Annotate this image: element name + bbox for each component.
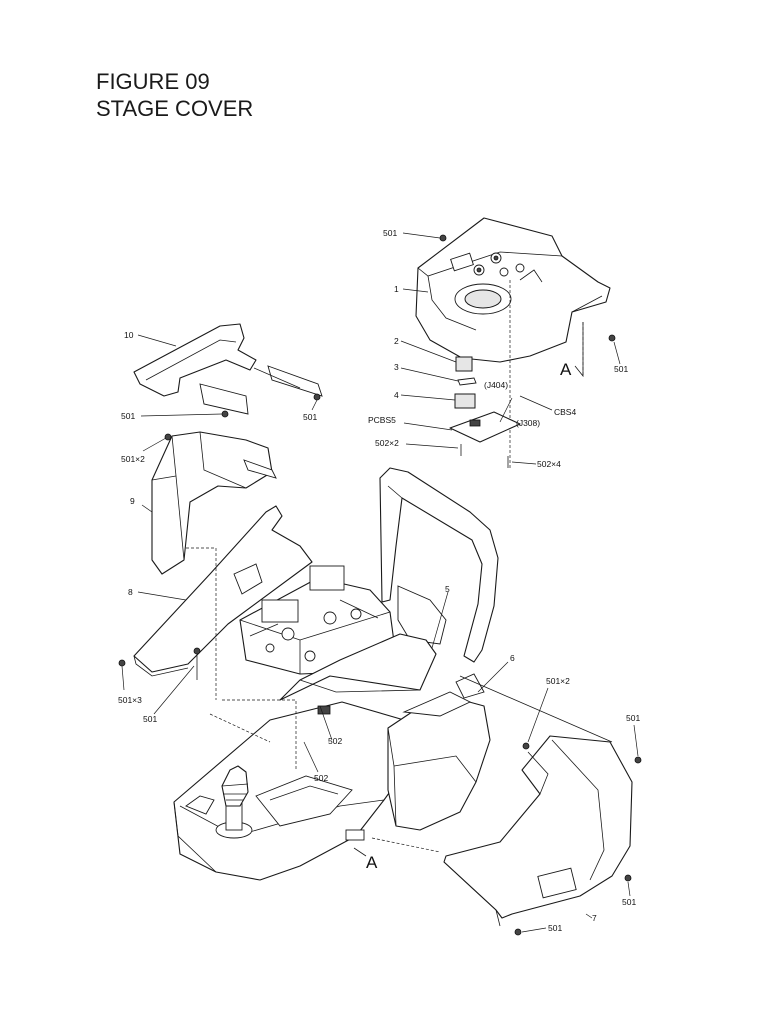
figure-caption: STAGE COVER <box>96 96 254 121</box>
front-cover-part-6 <box>387 661 509 831</box>
callout-1: 1 <box>394 284 399 294</box>
callout-5: 5 <box>445 584 450 594</box>
right-cover-part-7 <box>371 675 633 927</box>
screw-icon <box>633 724 642 764</box>
screw-icon <box>153 647 201 715</box>
callout-4: 4 <box>394 390 399 400</box>
stage-cover-part-1 <box>415 217 611 470</box>
screw-icon <box>514 927 547 936</box>
callout-cbs4: CBS4 <box>554 407 576 417</box>
callout-501-mid: 501 <box>303 412 317 422</box>
figure-number: FIGURE 09 <box>96 69 210 94</box>
screw-icon <box>624 874 632 897</box>
screw-icon <box>405 443 462 456</box>
callout-6: 6 <box>510 653 515 663</box>
callout-501-right: 501 <box>614 364 628 374</box>
callout-501-bottom-left: 501 <box>143 714 157 724</box>
section-marker-a-bottom: A <box>366 853 378 872</box>
callout-j404: (J404) <box>484 380 508 390</box>
screw-icon <box>118 659 126 691</box>
callout-502-b: 502 <box>314 773 328 783</box>
frame-part-10 <box>133 323 323 415</box>
callout-501-lower-right: 501 <box>622 897 636 907</box>
screw-icon <box>142 433 172 452</box>
callout-8: 8 <box>128 587 133 597</box>
callout-502-a: 502 <box>328 736 342 746</box>
screw-icon <box>507 456 537 468</box>
screw-icon <box>522 687 549 750</box>
joystick <box>215 765 253 839</box>
callout-7: 7 <box>592 913 597 923</box>
part-3-clip <box>400 367 477 386</box>
part-2-switch <box>400 340 473 372</box>
callout-502x2: 502×2 <box>375 438 399 448</box>
screw-icon <box>311 393 321 411</box>
callout-10: 10 <box>124 330 134 340</box>
pcb-pcbs5 <box>403 395 553 443</box>
callout-501-far-right: 501 <box>626 713 640 723</box>
lower-panel-part-8 <box>133 505 313 700</box>
callout-501x2-right: 501×2 <box>546 676 570 686</box>
callout-501-top: 501 <box>383 228 397 238</box>
screw-icon <box>608 334 621 365</box>
base-unit <box>173 701 421 881</box>
callout-9: 9 <box>130 496 135 506</box>
callout-j308: (J308) <box>516 418 540 428</box>
screw-icon <box>140 410 229 418</box>
side-cover-part-9 <box>141 431 277 575</box>
callout-502x4: 502×4 <box>537 459 561 469</box>
callout-501x2-left: 501×2 <box>121 454 145 464</box>
callout-501-left: 501 <box>121 411 135 421</box>
stage-mechanism <box>239 565 395 675</box>
headrest-frame-part-5 <box>379 467 499 663</box>
callout-501-bottom: 501 <box>548 923 562 933</box>
part-4-connector <box>400 393 476 409</box>
callout-pcbs5: PCBS5 <box>368 415 396 425</box>
callout-501x3: 501×3 <box>118 695 142 705</box>
callout-2: 2 <box>394 336 399 346</box>
section-marker-a-top: A <box>560 360 572 379</box>
interior-plate <box>279 633 437 715</box>
callout-3: 3 <box>394 362 399 372</box>
figure-title: FIGURE 09 STAGE COVER <box>96 68 253 122</box>
screw-icon <box>402 232 447 242</box>
